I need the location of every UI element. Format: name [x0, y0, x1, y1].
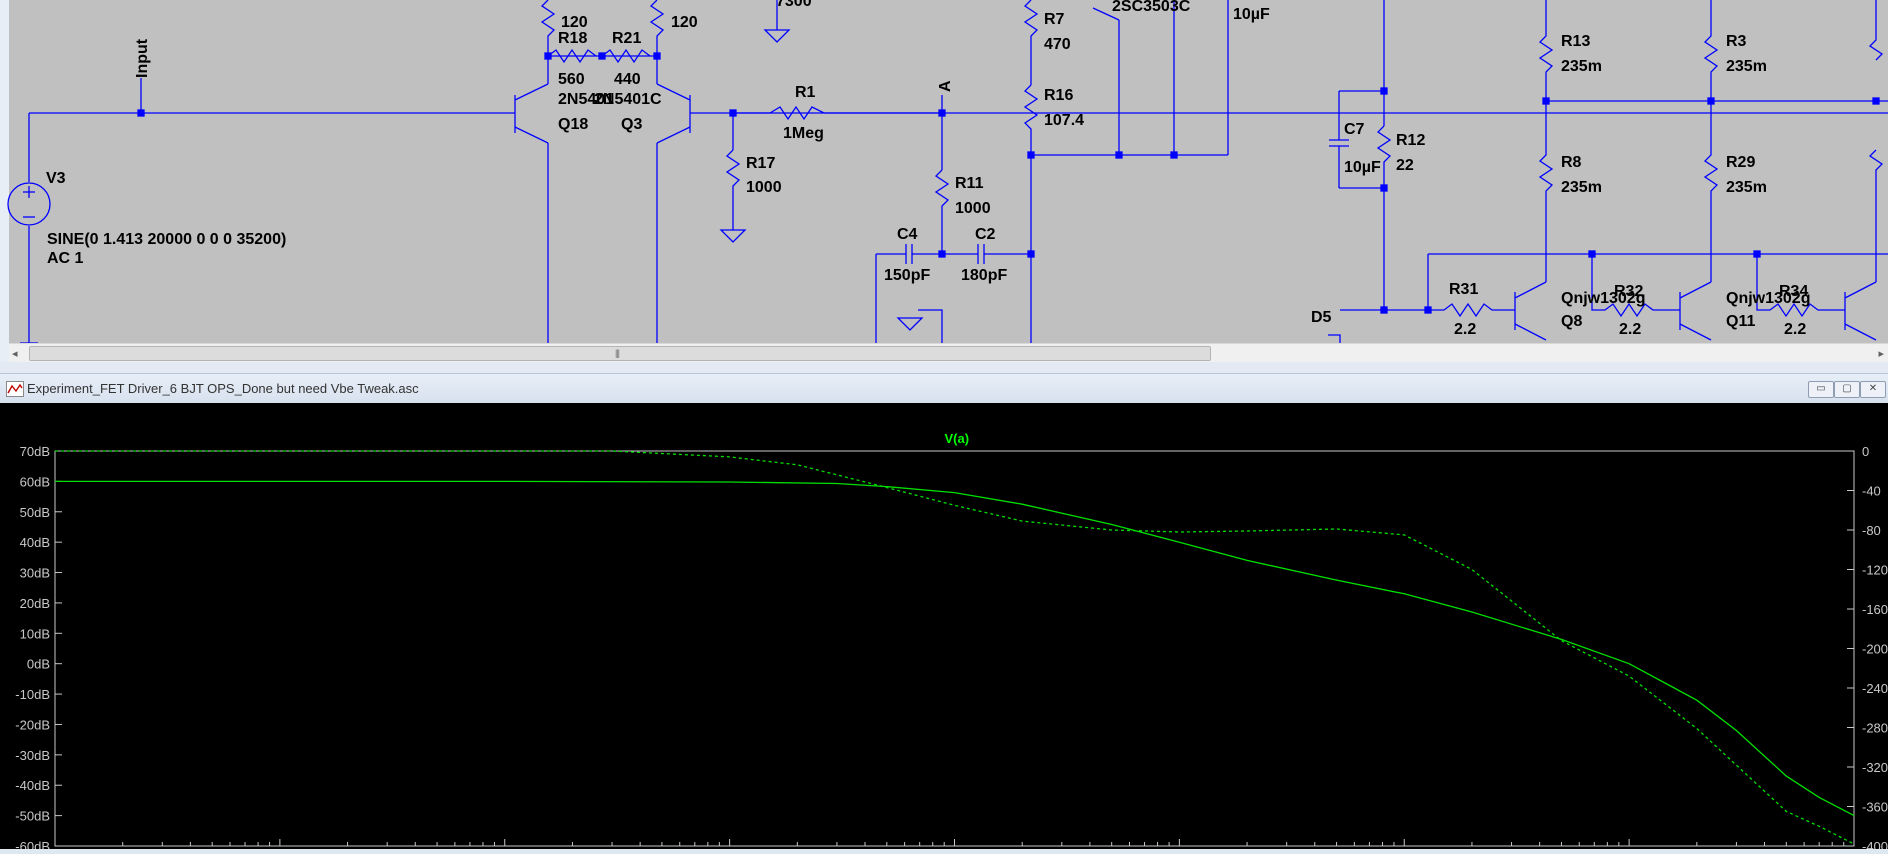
y-right-tick-label: -280: [1862, 721, 1888, 736]
y-right-tick-label: -80: [1862, 523, 1881, 538]
grip-icon: |||: [615, 348, 620, 358]
y-left-tick-label: 70dB: [20, 444, 50, 459]
status-strip: [0, 849, 1888, 854]
scrollbar-thumb[interactable]: |||: [29, 346, 1211, 361]
y-left-tick-label: 40dB: [20, 535, 50, 550]
maximize-button[interactable]: ▢: [1834, 381, 1860, 398]
plot-area[interactable]: V(a)1Hz10Hz100Hz1KHz10KHz100KHz1MHz10MHz…: [0, 403, 1888, 854]
y-left-tick-label: -40dB: [15, 778, 50, 793]
y-right-tick-label: -240: [1862, 681, 1888, 696]
y-right-tick-label: -320: [1862, 760, 1888, 775]
trace-label: V(a): [945, 431, 970, 446]
pane-splitter[interactable]: [0, 362, 1888, 373]
y-left-tick-label: -10dB: [15, 687, 50, 702]
y-left-tick-label: -30dB: [15, 748, 50, 763]
plot-frame: [54, 450, 1855, 847]
minimize-button[interactable]: ▭: [1808, 381, 1834, 398]
y-right-tick-label: -160: [1862, 602, 1888, 617]
waveform-app-icon: [6, 381, 24, 397]
y-left-tick-label: -20dB: [15, 717, 50, 732]
y-right-tick-label: -200: [1862, 642, 1888, 657]
y-left-tick-label: 50dB: [20, 505, 50, 520]
magnitude-trace: [55, 480, 1855, 817]
y-left-tick-label: 60dB: [20, 474, 50, 489]
close-button[interactable]: ✕: [1860, 381, 1886, 398]
y-left-tick-label: -50dB: [15, 809, 50, 824]
y-right-tick-label: -40: [1862, 484, 1881, 499]
y-left-tick-label: 30dB: [20, 566, 50, 581]
y-left-tick-label: 10dB: [20, 626, 50, 641]
y-left-tick-label: 20dB: [20, 596, 50, 611]
y-left-tick-label: 0dB: [27, 657, 50, 672]
horizontal-scrollbar[interactable]: ◂ ||| ▸: [9, 343, 1888, 363]
scroll-left-icon[interactable]: ◂: [12, 348, 18, 360]
phase-trace: [55, 450, 1855, 845]
window-title: Experiment_FET Driver_6 BJT OPS_Done but…: [27, 381, 419, 396]
y-right-tick-label: 0: [1862, 444, 1869, 459]
schematic-canvas[interactable]: [0, 0, 1888, 345]
waveform-window[interactable]: Experiment_FET Driver_6 BJT OPS_Done but…: [0, 373, 1888, 854]
y-right-tick-label: -120: [1862, 563, 1888, 578]
scroll-right-icon[interactable]: ▸: [1878, 348, 1884, 360]
y-right-tick-label: -360: [1862, 800, 1888, 815]
schematic-pane[interactable]: Input A V3 SINE(0 1.413 20000 0 0 0 3520…: [0, 0, 1888, 365]
pane-border: [0, 0, 9, 365]
bode-plot[interactable]: V(a)1Hz10Hz100Hz1KHz10KHz100KHz1MHz10MHz…: [0, 403, 1888, 854]
waveform-titlebar[interactable]: Experiment_FET Driver_6 BJT OPS_Done but…: [0, 373, 1888, 404]
